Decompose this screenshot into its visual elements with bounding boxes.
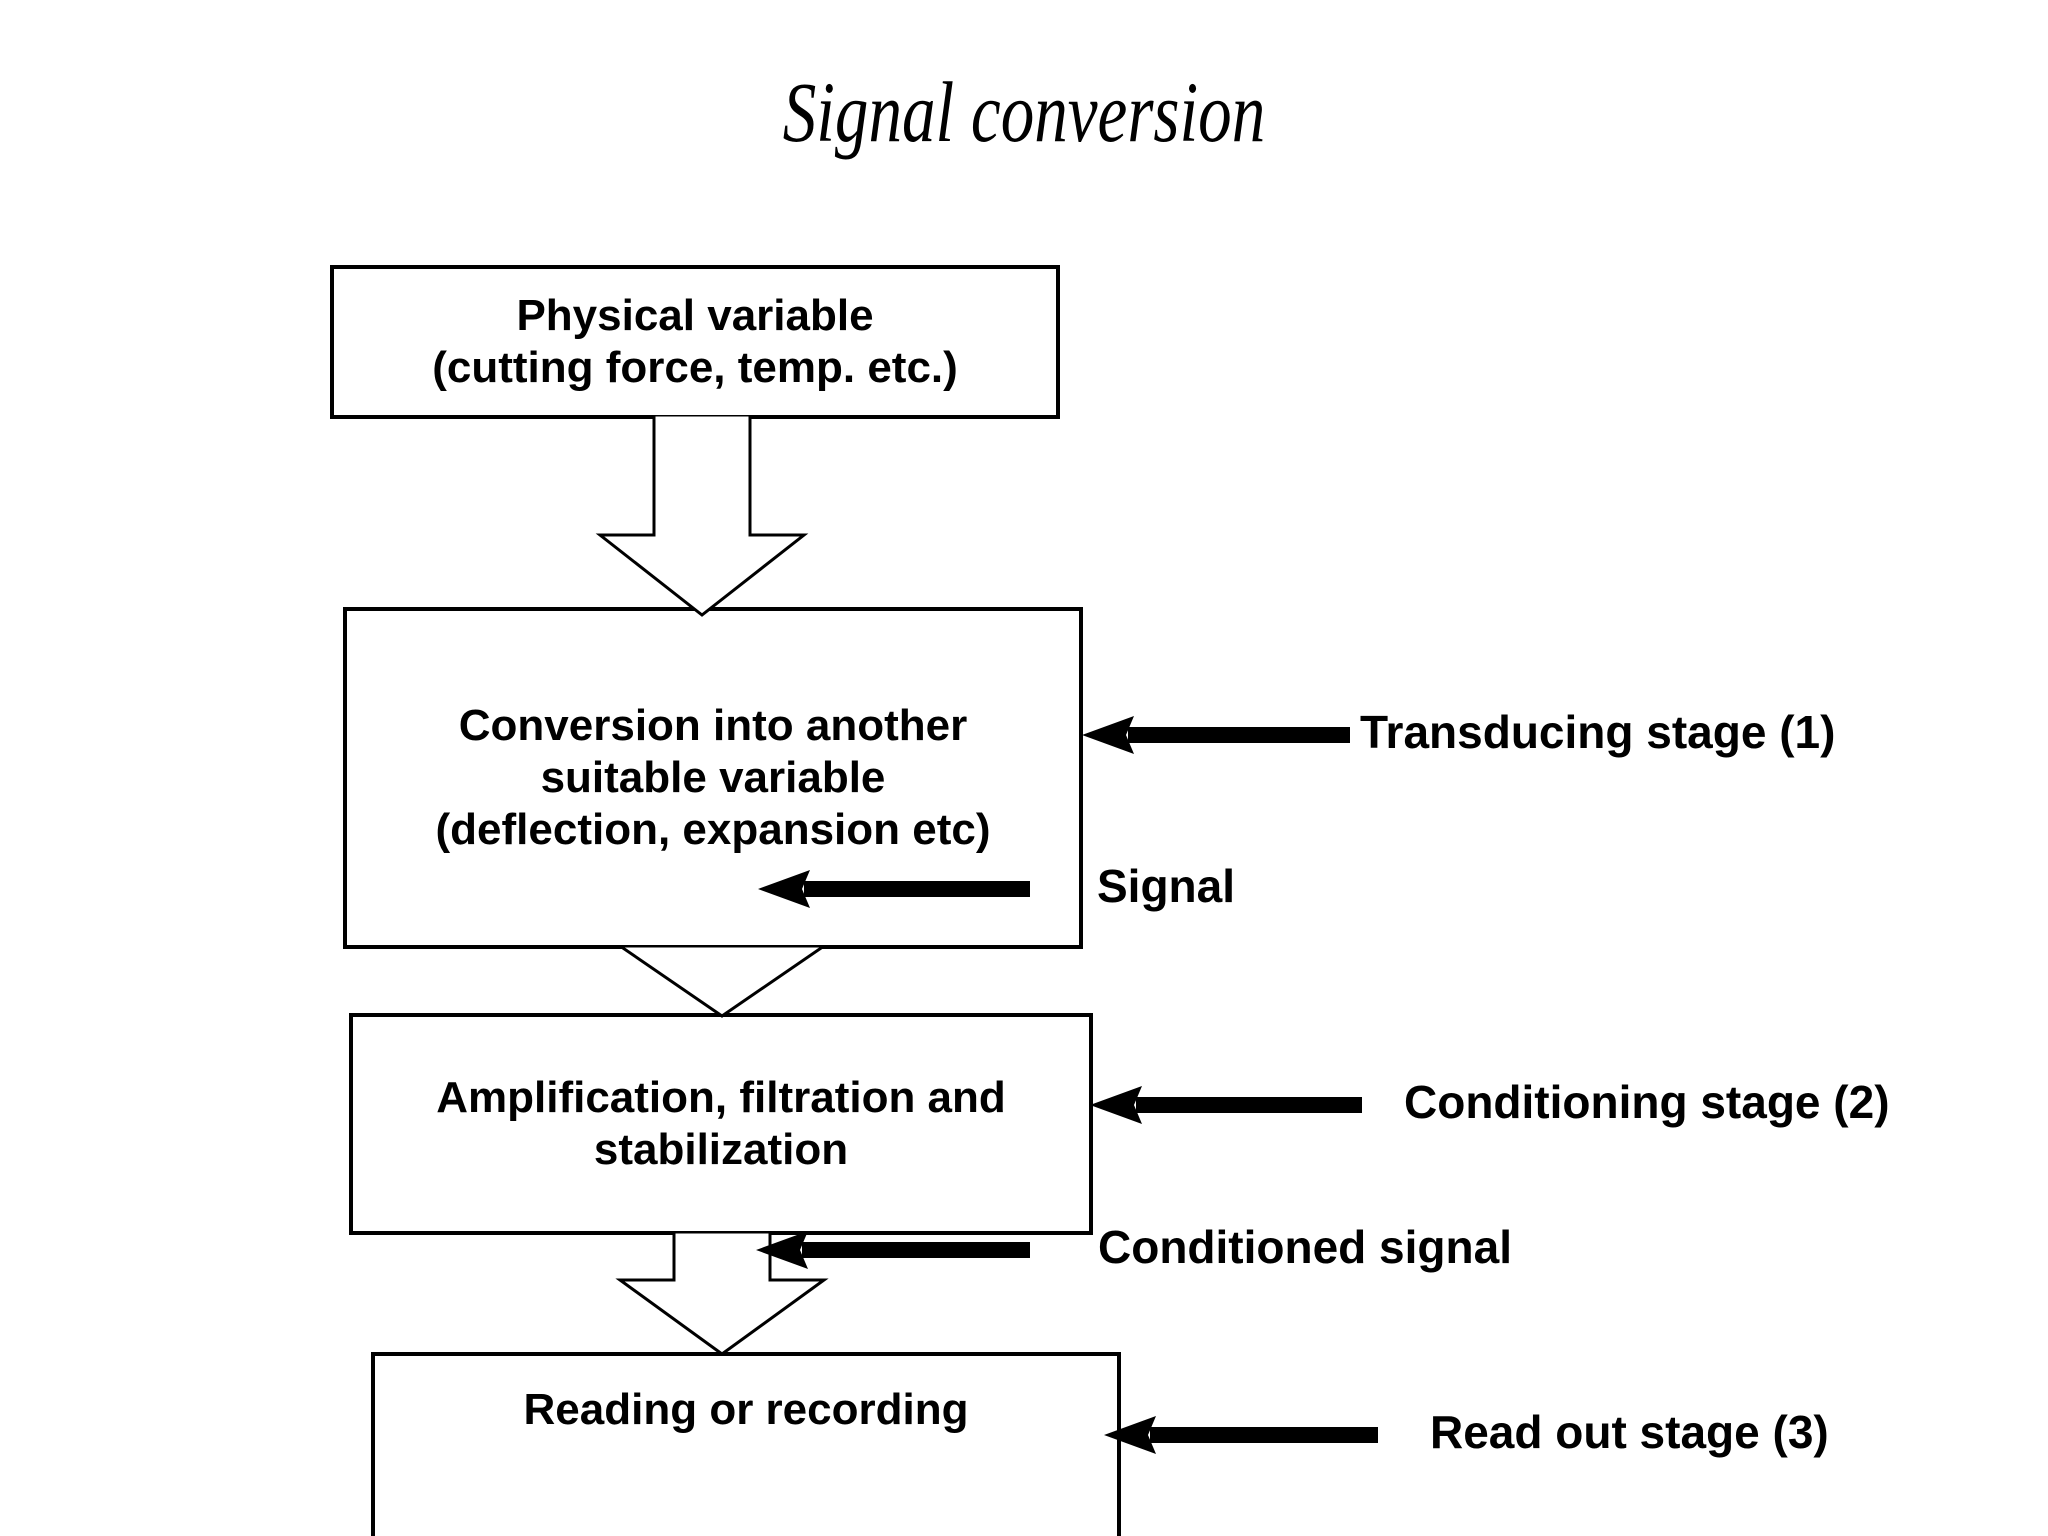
annotation-label-conditioning-stage: Conditioning stage (2) <box>1404 1076 1890 1128</box>
annotation-arrow-left-icon <box>756 1227 1030 1273</box>
flow-arrow-down-icon <box>592 415 812 617</box>
process-box-physical-variable[interactable]: Physical variable (cutting force, temp. … <box>330 265 1060 419</box>
box-label: Reading or recording <box>523 1385 969 1434</box>
annotation-label-transducing-stage: Transducing stage (1) <box>1360 706 1836 758</box>
annotation-label-signal: Signal <box>1097 860 1236 912</box>
process-box-reading-or-recording[interactable]: Reading or recording <box>371 1352 1121 1536</box>
annotation-arrow-left-icon <box>1104 1412 1378 1458</box>
annotation-arrow-left-icon <box>758 866 1030 912</box>
annotation-label-readout-stage: Read out stage (3) <box>1430 1406 1829 1458</box>
annotation-label-conditioned-signal: Conditioned signal <box>1098 1221 1512 1273</box>
annotation-arrow-left-icon <box>1090 1082 1362 1128</box>
process-box-amplification[interactable]: Amplification, filtration and stabilizat… <box>349 1013 1093 1235</box>
page-title: Signal conversion <box>782 64 1266 160</box>
box-label: Physical variable (cutting force, temp. … <box>432 291 958 392</box>
process-box-conversion[interactable]: Conversion into another suitable variabl… <box>343 607 1083 949</box>
box-label: Amplification, filtration and stabilizat… <box>436 1073 1006 1174</box>
flow-arrow-down-icon <box>612 946 832 1018</box>
flow-arrow-down-icon <box>612 1232 832 1356</box>
box-label: Conversion into another suitable variabl… <box>435 701 991 854</box>
annotation-arrow-left-icon <box>1082 712 1350 758</box>
